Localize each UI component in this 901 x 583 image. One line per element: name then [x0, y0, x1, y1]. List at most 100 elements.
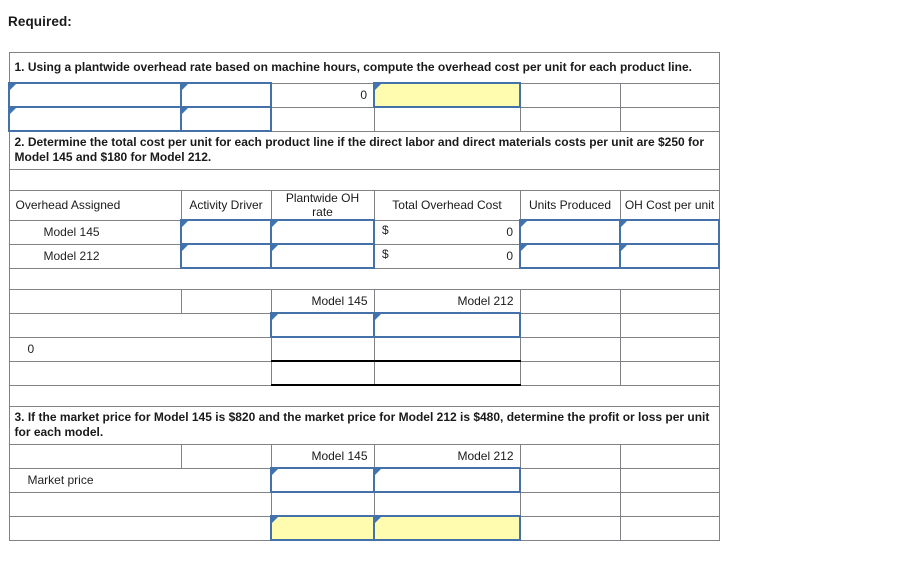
s1-r1-spacer-a: [519, 82, 621, 108]
table-row: 0: [8, 336, 720, 362]
s2b-row2-model-212-total[interactable]: [373, 360, 521, 386]
model-compare-header-row: Model 145 Model 212: [8, 289, 720, 314]
s3-header-model-145: Model 145: [270, 444, 375, 469]
s2b-row1-spacer-b: [619, 336, 720, 362]
s3-row0-spacer-b: [619, 467, 720, 493]
s2b-row0-model-145-input[interactable]: [270, 312, 375, 338]
s3-row2-model-145-total-input[interactable]: [270, 515, 375, 541]
s1-r2-driver-input[interactable]: [180, 106, 272, 132]
table-row: [8, 491, 720, 517]
s3-row2-spacer-a: [519, 515, 621, 541]
s2b-row0-spacer-b: [619, 312, 720, 338]
spacer-row-3: [8, 384, 720, 407]
spacer-row-1: [8, 169, 720, 191]
s1-r1-spacer-b: [619, 82, 720, 108]
table-row: [8, 360, 720, 386]
s3-header-blank-2: [180, 444, 272, 469]
s2-row0-label: Model 145: [8, 219, 182, 245]
s3-row0-spacer-a: [519, 467, 621, 493]
s3-row1-label: [8, 491, 272, 517]
s2-row1-total-overhead-cost: $ 0: [373, 243, 521, 269]
s2b-header-blank-2: [180, 289, 272, 314]
requirement-1-row: 1. Using a plantwide overhead rate based…: [8, 52, 720, 84]
s3-header-blank-4: [619, 444, 720, 469]
s1-r2-spacer-a: [270, 106, 375, 132]
requirement-2-row: 2. Determine the total cost per unit for…: [8, 130, 720, 170]
requirement-1-text: 1. Using a plantwide overhead rate based…: [8, 52, 720, 84]
s1-r2-spacer-b: [373, 106, 521, 132]
worksheet-grid: 1. Using a plantwide overhead rate based…: [8, 52, 721, 541]
s2-row1-plantwide-rate-input[interactable]: [270, 243, 375, 269]
s2b-row0-label: [8, 312, 272, 338]
s1-r1-computed-value: 0: [270, 82, 375, 108]
s2-row1-total-value: 0: [506, 249, 513, 263]
s2-row0-total-value: 0: [506, 225, 513, 239]
s2-row0-units-produced-input[interactable]: [519, 219, 621, 245]
s1-r2-spacer-c: [519, 106, 621, 132]
s2-row0-plantwide-rate-input[interactable]: [270, 219, 375, 245]
s2b-row2-spacer-a: [519, 360, 621, 386]
s3-row2-label: [8, 515, 272, 541]
s2-row0-activity-driver-input[interactable]: [180, 219, 272, 245]
s2b-row2-spacer-b: [619, 360, 720, 386]
s2b-row1-model-212-value: [373, 336, 521, 362]
requirement-3-row: 3. If the market price for Model 145 is …: [8, 406, 720, 445]
s2-row1-activity-driver-input[interactable]: [180, 243, 272, 269]
s2-row0-oh-cost-per-unit-input[interactable]: [618, 219, 721, 245]
s2-row1-units-produced-input[interactable]: [519, 243, 621, 269]
s2b-header-blank-3: [519, 289, 621, 314]
table-row: [8, 515, 720, 541]
s3-header-blank: [8, 444, 182, 469]
spacer-cell: [8, 267, 720, 290]
s2b-row1-label: 0: [8, 336, 272, 362]
spacer-cell: [8, 169, 720, 191]
section3-header-row: Model 145 Model 212: [8, 444, 720, 469]
s3-row1-model-145-value: [270, 491, 375, 517]
s2-row0-total-overhead-cost: $ 0: [373, 219, 521, 245]
table-row: Model 212 $ 0: [8, 243, 721, 269]
currency-symbol: $: [382, 222, 389, 237]
s3-row2-spacer-b: [619, 515, 720, 541]
s1-r1-answer-input[interactable]: [373, 82, 521, 108]
section1-row-2: [8, 106, 720, 132]
s1-r2-spacer-d: [619, 106, 720, 132]
section1-row-1: 0: [8, 82, 720, 108]
spacer-cell: [8, 384, 720, 407]
requirement-3-text: 3. If the market price for Model 145 is …: [8, 406, 720, 445]
s2b-row1-spacer-a: [519, 336, 621, 362]
s3-header-blank-3: [519, 444, 621, 469]
header-activity-driver: Activity Driver: [180, 190, 272, 221]
s2b-header-blank-4: [619, 289, 720, 314]
page-title: Required:: [8, 14, 72, 29]
s1-r2-label-input[interactable]: [8, 106, 182, 132]
spacer-row-2: [8, 267, 720, 290]
table-row: [8, 312, 720, 338]
s3-row0-label: Market price: [8, 467, 272, 493]
s2b-row1-model-145-value: [270, 336, 375, 362]
s1-r1-driver-input[interactable]: [180, 82, 272, 108]
s2-row1-oh-cost-per-unit-input[interactable]: [618, 243, 721, 269]
header-total-overhead-cost: Total Overhead Cost: [373, 190, 521, 221]
s2-row1-label: Model 212: [8, 243, 182, 269]
s3-row1-model-212-value: [373, 491, 521, 517]
s3-row2-model-212-total-input[interactable]: [373, 515, 521, 541]
s2b-header-model-212: Model 212: [373, 289, 521, 314]
s2b-row0-spacer-a: [519, 312, 621, 338]
overhead-assigned-header-row: Overhead Assigned Activity Driver Plantw…: [8, 190, 720, 221]
s3-row1-spacer-b: [619, 491, 720, 517]
header-oh-cost-per-unit: OH Cost per unit: [619, 190, 720, 221]
s2b-row2-model-145-total[interactable]: [270, 360, 375, 386]
table-row: Market price: [8, 467, 720, 493]
table-row: Model 145 $ 0: [8, 219, 721, 245]
header-plantwide-oh-rate: Plantwide OH rate: [270, 190, 375, 221]
currency-symbol: $: [382, 246, 389, 261]
s3-row0-model-212-input[interactable]: [373, 467, 521, 493]
s1-r1-label-input[interactable]: [8, 82, 182, 108]
header-units-produced: Units Produced: [519, 190, 621, 221]
requirement-2-text: 2. Determine the total cost per unit for…: [8, 130, 720, 170]
s3-row0-model-145-input[interactable]: [270, 467, 375, 493]
header-overhead-assigned: Overhead Assigned: [8, 190, 182, 221]
s2b-row0-model-212-input[interactable]: [373, 312, 521, 338]
s3-row1-spacer-a: [519, 491, 621, 517]
